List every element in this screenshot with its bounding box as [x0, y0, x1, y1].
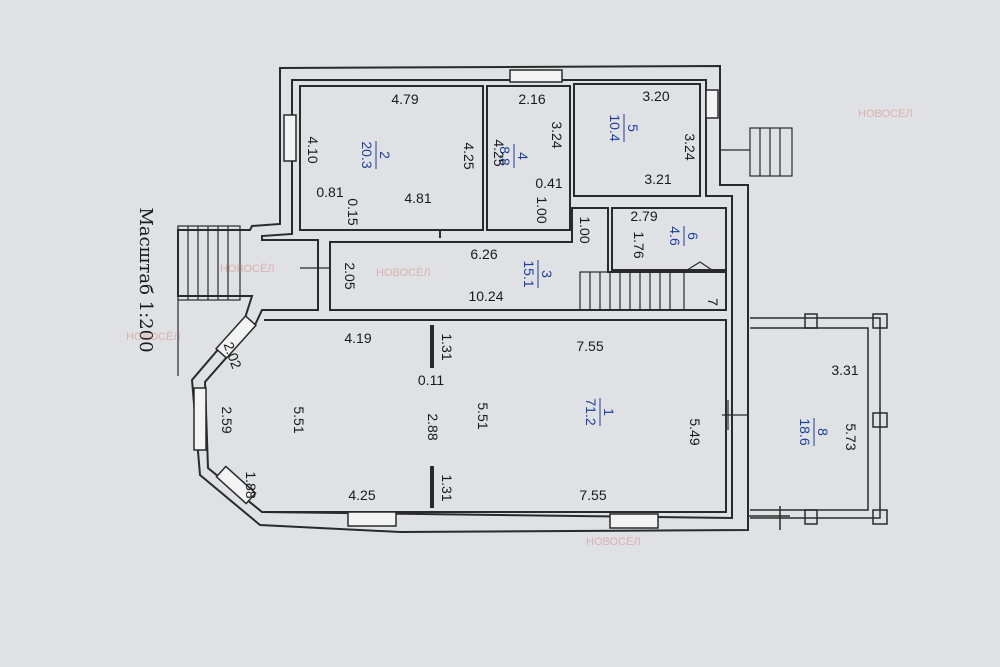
- dim-r8-side: 5.73: [843, 423, 859, 450]
- dim-r1-bottom-left: 4.25: [348, 487, 375, 503]
- terrace: [748, 313, 888, 530]
- watermark-logo: НОВОСЁЛ: [586, 536, 641, 548]
- room-1-area: 71.2: [583, 398, 599, 425]
- dimensions: 4.79 4.10 4.25 4.81 0.81 0.15 2.16 4.25 …: [219, 88, 859, 503]
- dim-r4-right: 3.24: [549, 121, 565, 148]
- room-7-number: 7: [705, 298, 721, 306]
- watermark-logo: НОВОСЁЛ: [126, 331, 181, 343]
- window-bottom-left: [347, 511, 397, 527]
- dim-r2-left: 4.10: [305, 136, 321, 163]
- dim-r1-left: 5.51: [291, 406, 307, 433]
- dim-r1-bay-b: 2.59: [219, 406, 235, 433]
- room-5-area: 10.4: [607, 114, 623, 141]
- scale-label: Масштаб 1:200: [135, 207, 156, 352]
- dim-r5-top: 3.20: [642, 88, 669, 104]
- dim-r1-bay-c: 1.88: [243, 471, 259, 498]
- room-6-area: 4.6: [667, 226, 683, 246]
- watermark-logos: НОВОСЁЛ НОВОСЁЛ НОВОСЁЛ НОВОСЁЛ НОВОСЁЛ: [126, 108, 913, 548]
- stairs: [177, 127, 793, 430]
- dim-r2-top: 4.79: [391, 91, 418, 107]
- dim-r2-right: 4.25: [461, 142, 477, 169]
- dim-r1-mid: 5.51: [475, 402, 491, 429]
- dim-r2-step: 0.15: [345, 198, 361, 225]
- room-6-number: 6: [685, 232, 701, 240]
- room-5-number: 5: [625, 124, 641, 132]
- window-bay-bottom: [215, 465, 257, 505]
- dim-r4-top: 2.16: [518, 91, 545, 107]
- dim-r4-left: 4.25: [491, 139, 507, 166]
- watermark-logo: НОВОСЁЛ: [220, 263, 275, 275]
- watermark-logo: НОВОСЁЛ: [858, 108, 913, 120]
- dim-r6-door: 1.00: [577, 216, 593, 243]
- window-room5-right: [705, 89, 719, 119]
- dim-r4-b: 1.00: [534, 196, 550, 223]
- dim-r3-bottom: 10.24: [468, 288, 503, 304]
- dim-r3-left: 2.05: [342, 262, 358, 289]
- dim-r3-top: 6.26: [470, 246, 497, 262]
- window-bay-left: [193, 387, 207, 451]
- room-4-area: 8.8: [497, 146, 513, 166]
- dim-r2-bottom: 4.81: [404, 190, 431, 206]
- dim-r1-opening: 2.88: [425, 413, 441, 440]
- dim-r6-top: 2.79: [630, 208, 657, 224]
- room-3-area: 15.1: [521, 260, 537, 287]
- windows: [193, 69, 719, 529]
- room-2-area: 20.3: [359, 141, 375, 168]
- room-2-number: 2: [377, 151, 393, 159]
- dim-r1-top-left: 4.19: [344, 330, 371, 346]
- window-bay-top: [215, 314, 257, 360]
- room-8-area: 18.6: [797, 418, 813, 445]
- window-top: [509, 69, 563, 83]
- room-labels: 1 71.2 2 20.3 3 15.1 4 8.8 5 10.4 6 4.6: [359, 114, 831, 446]
- dim-r6-side: 1.76: [631, 231, 647, 258]
- room-3-number: 3: [539, 270, 555, 278]
- dim-r1-pier-top: 1.31: [439, 333, 455, 360]
- dim-r4-a: 0.41: [535, 175, 562, 191]
- window-bottom-right: [609, 513, 659, 529]
- window-room2-left: [283, 114, 297, 162]
- dim-r8-top: 3.31: [831, 362, 858, 378]
- dim-r1-bottom-right: 7.55: [579, 487, 606, 503]
- dim-r1-pier-gap: 0.11: [418, 372, 444, 388]
- dim-r2-door: 0.81: [316, 184, 343, 200]
- room-1-number: 1: [601, 408, 617, 416]
- room-8-number: 8: [815, 428, 831, 436]
- dim-r5-bottom: 3.21: [644, 171, 671, 187]
- watermark-logo: НОВОСЁЛ: [376, 267, 431, 279]
- dim-r1-right: 5.49: [687, 418, 703, 445]
- walls: [177, 64, 749, 534]
- dim-r5-right: 3.24: [682, 133, 698, 160]
- room-4-number: 4: [515, 152, 531, 160]
- dim-r1-top-right: 7.55: [576, 338, 603, 354]
- dim-r1-pier-bottom: 1.31: [439, 474, 455, 501]
